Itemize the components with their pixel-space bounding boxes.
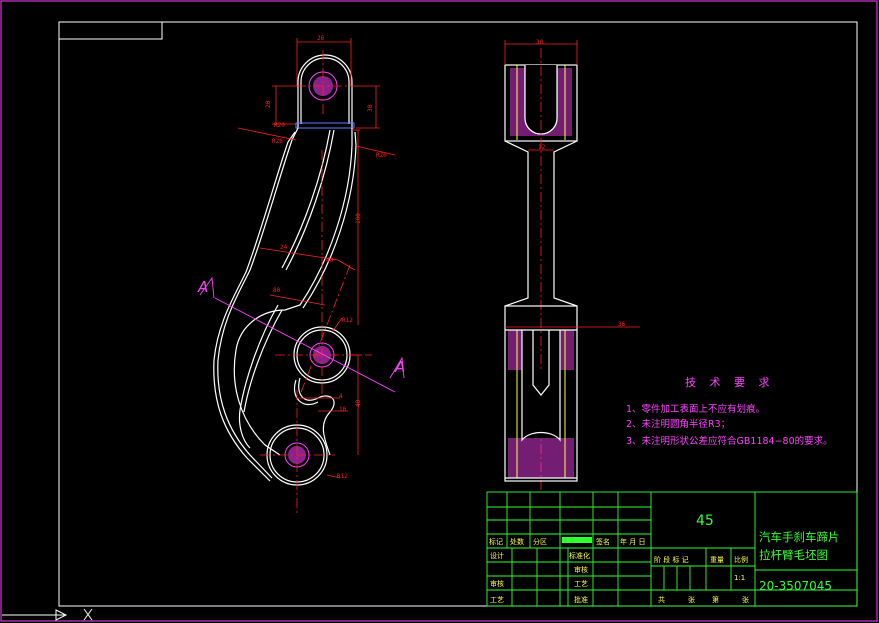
- tech-note-2: 2、未注明圆角半径R3；: [626, 418, 730, 430]
- front-view: 26 20 30 R20 R26 R20 100 24 40 80 R12 40…: [197, 35, 405, 515]
- tech-notes: 技 术 要 求 1、零件加工表面上不应有划痕。 2、未注明圆角半径R3； 3、未…: [626, 376, 833, 447]
- tech-note-3: 3、未注明形状公差应符合GB1184−80的要求。: [626, 435, 833, 447]
- dim-r20-right: R20: [376, 152, 387, 159]
- rev-label-zone: 分区: [533, 537, 547, 546]
- dim-80: 80: [273, 287, 281, 294]
- weight-label: 重量: [710, 556, 724, 564]
- dim-length: 100: [355, 213, 362, 224]
- sheet-no: 第: [712, 595, 719, 604]
- sign-process-mid: 工艺: [574, 580, 588, 588]
- bottom-block-hatch-upper: [508, 330, 522, 370]
- dim-left-height: 20: [265, 100, 272, 108]
- dim-rib-width: 24: [280, 244, 288, 251]
- sign-review: 审核: [490, 579, 504, 588]
- scale-value: 1:1: [734, 574, 745, 582]
- dim-r20-upper: R20: [274, 122, 285, 129]
- dim-r12-mid: R12: [342, 317, 353, 324]
- dim-40-lower: 40: [355, 399, 362, 407]
- tech-note-1: 1、零件加工表面上不应有划痕。: [626, 403, 765, 415]
- dim-right-height: 30: [367, 104, 374, 112]
- inner-border: [58, 21, 858, 607]
- sign-review-mid: 审核: [574, 565, 588, 574]
- sheet-no-unit: 张: [742, 595, 749, 604]
- rev-label-date: 年 月 日: [620, 537, 645, 546]
- rev-label-count: 处数: [510, 537, 524, 546]
- bottom-block-hatch-lower: [508, 438, 574, 478]
- section-view: 30 12 36: [504, 39, 640, 490]
- sheet-total: 共: [658, 595, 665, 604]
- title-block: 45 汽车手刹车蹄片 拉杆臂毛坯图 20-3507045 1:1 标记 处数 分…: [486, 491, 858, 607]
- drawing-number: 20-3507045: [759, 579, 832, 593]
- sign-design: 设计: [490, 551, 504, 560]
- bottom-block-hatch-upper-r: [560, 330, 574, 370]
- dim-r12-lower: R12: [337, 473, 348, 480]
- rev-label-sign: 签名: [596, 537, 610, 546]
- sign-process: 工艺: [490, 596, 504, 604]
- dim-section-width: 30: [536, 39, 544, 46]
- part-name-line1: 汽车手刹车蹄片: [759, 530, 840, 544]
- section-mark-right: A: [394, 358, 405, 376]
- dim-rib-40: 40: [326, 257, 334, 264]
- ratio-label: 比例: [734, 555, 748, 564]
- sign-approve: 批准: [574, 595, 588, 604]
- rev-label-mark: 标记: [489, 537, 503, 546]
- ucs-icon: [2, 608, 93, 621]
- dim-bottom-36: 36: [618, 321, 626, 328]
- corner-label-box: [58, 21, 163, 40]
- sheet-total-unit: 张: [688, 595, 695, 604]
- sign-standard: 标准化: [569, 551, 590, 560]
- dim-r26: R26: [272, 138, 283, 145]
- material-label: 45: [696, 513, 714, 529]
- dim-4: 4: [339, 393, 343, 400]
- stage-label: 阶 段 标 记: [654, 555, 689, 564]
- dim-top-width: 26: [317, 35, 325, 42]
- part-name-line2: 拉杆臂毛坯图: [759, 548, 828, 562]
- dim-shank-width: 12: [538, 144, 546, 151]
- dim-10: 10: [339, 406, 347, 413]
- tech-notes-title: 技 术 要 求: [685, 376, 775, 389]
- section-mark-left: A: [197, 278, 208, 296]
